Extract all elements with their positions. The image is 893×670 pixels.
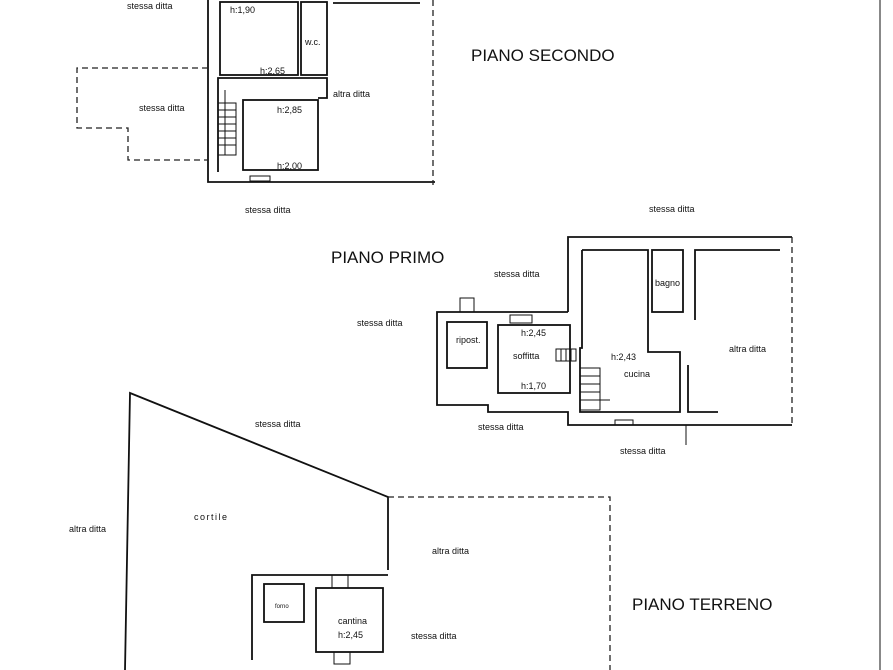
outer-wall: [567, 236, 792, 312]
room-2-85: [242, 99, 319, 171]
label-bagno: bagno: [655, 278, 680, 288]
piano-terreno-plan: stessa ditta altra ditta cortile altra d…: [69, 391, 772, 670]
label-stessa-ditta: stessa ditta: [357, 318, 403, 328]
label-ripost: ripost.: [456, 335, 481, 345]
label-stessa-ditta: stessa ditta: [127, 1, 173, 11]
terrace-boundary: [76, 67, 208, 161]
window-icon: [509, 314, 533, 324]
label-height: h:2,45: [521, 328, 546, 338]
stairs-icon: [555, 348, 610, 411]
label-cortile: cortile: [194, 512, 229, 522]
outer-wall: [436, 311, 792, 426]
title-piano-terreno: PIANO TERRENO: [632, 595, 772, 614]
label-height: h:1,90: [230, 5, 255, 15]
label-stessa-ditta: stessa ditta: [139, 103, 185, 113]
label-height: h:1,70: [521, 381, 546, 391]
cortile-boundary: [124, 391, 389, 670]
piano-primo-plan: PIANO PRIMO stessa ditta stessa ditta st…: [331, 204, 793, 456]
label-altra-ditta: altra ditta: [432, 546, 469, 556]
label-stessa-ditta: stessa ditta: [620, 446, 666, 456]
piano-secondo-plan: stessa ditta stessa ditta h:1,90 w.c. h:…: [76, 0, 615, 215]
window-icon: [614, 419, 634, 426]
label-stessa-ditta: stessa ditta: [649, 204, 695, 214]
property-boundary: [388, 496, 611, 670]
title-piano-secondo: PIANO SECONDO: [471, 46, 615, 65]
wall: [694, 249, 780, 320]
title-piano-primo: PIANO PRIMO: [331, 248, 444, 267]
label-height: h:2,43: [611, 352, 636, 362]
label-stessa-ditta: stessa ditta: [411, 631, 457, 641]
room-bagno: [651, 249, 684, 313]
outer-wall: [207, 0, 435, 183]
corridor-wall: [217, 77, 328, 172]
label-forno: forno: [275, 604, 289, 610]
door-icon: [331, 574, 349, 589]
door-icon: [333, 651, 351, 665]
label-altra-ditta: altra ditta: [729, 344, 766, 354]
label-height: h:2,65: [260, 66, 285, 76]
label-height: h:2,00: [277, 161, 302, 171]
label-stessa-ditta: stessa ditta: [255, 419, 301, 429]
room-ripost: [446, 321, 488, 369]
label-cucina: cucina: [624, 369, 650, 379]
label-height: h:2,85: [277, 105, 302, 115]
label-altra-ditta: altra ditta: [69, 524, 106, 534]
room-soffitta: [497, 324, 571, 394]
room-wc: [300, 1, 328, 76]
label-stessa-ditta: stessa ditta: [245, 205, 291, 215]
label-height: h:2,45: [338, 630, 363, 640]
label-soffitta: soffitta: [513, 351, 539, 361]
label-stessa-ditta: stessa ditta: [494, 269, 540, 279]
room-1-90: [219, 1, 299, 76]
stairs-icon: [217, 90, 237, 156]
room-forno: [263, 583, 305, 623]
label-altra-ditta: altra ditta: [333, 89, 370, 99]
label-cantina: cantina: [338, 616, 367, 626]
wall: [687, 365, 718, 413]
window-icon: [249, 175, 271, 182]
stairs-icon: [459, 297, 475, 313]
label-stessa-ditta: stessa ditta: [478, 422, 524, 432]
label-wc: w.c.: [304, 37, 321, 47]
room-cucina: [579, 249, 681, 413]
